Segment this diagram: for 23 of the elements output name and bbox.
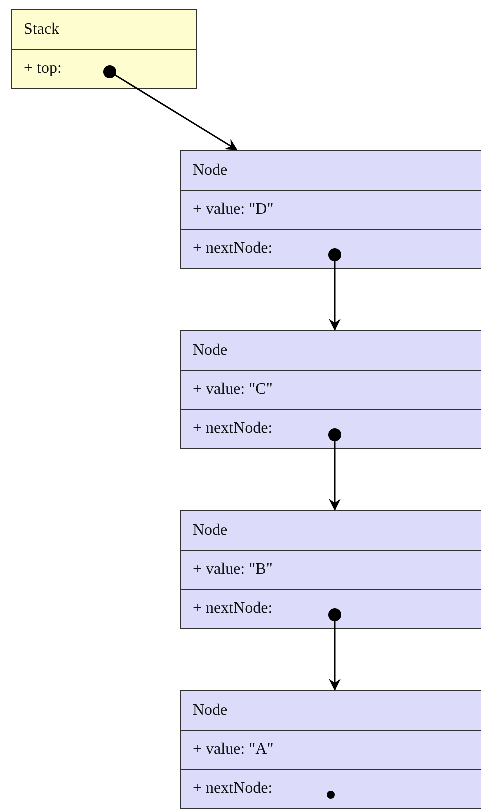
pointer-arrow: [328, 248, 342, 331]
attribute-text: + nextNode:: [193, 600, 273, 618]
class-name: Node: [193, 702, 228, 720]
attribute-text: + nextNode:: [193, 240, 273, 258]
attribute-text: + value: "B": [193, 561, 273, 579]
attribute-text: + nextNode:: [193, 420, 273, 438]
object-box: [180, 510, 481, 629]
pointer-arrow: [104, 66, 238, 151]
class-name: Node: [193, 522, 228, 540]
attribute-text: + value: "C": [193, 381, 273, 399]
pointer-arrow: [328, 608, 342, 691]
attribute-text: + top:: [24, 60, 62, 78]
object-box: [180, 690, 481, 809]
class-box: [11, 9, 197, 89]
class-name: Node: [193, 162, 228, 180]
attribute-text: + value: "D": [193, 201, 274, 219]
attribute-text: + value: "A": [193, 741, 274, 759]
object-box: [180, 150, 481, 269]
class-name: Node: [193, 342, 228, 360]
pointer-arrow: [328, 428, 342, 511]
attribute-text: + nextNode:: [193, 780, 273, 798]
object-box: [180, 330, 481, 449]
class-name: Stack: [24, 20, 60, 38]
